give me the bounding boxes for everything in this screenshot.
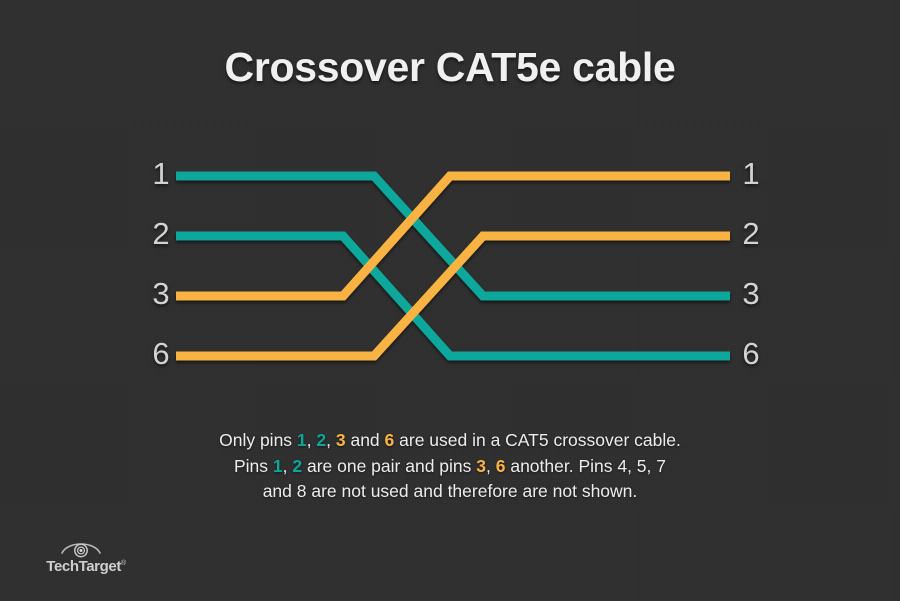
pin-label-right-2: 2 [742,216,760,251]
caption-line-1: Only pins 1, 2, 3 and 6 are used in a CA… [0,428,900,454]
logo-trademark: ® [120,560,126,567]
caption-line2-part-b: are one pair and pins [302,455,477,476]
logo-name: TechTarget [46,558,121,575]
caption-pin-1: 1 [296,430,307,450]
wire-pin1-to-pin3 [176,171,730,301]
caption-pin-6: 6 [384,430,395,450]
caption-line2-part-c: another. Pins 4, 5, 7 [505,455,666,476]
caption-line2-part-a: Pins [234,455,273,476]
caption-pin-2b: 2 [292,455,303,476]
page-title: Crossover CAT5e cable [224,44,676,90]
caption-pin-1b: 1 [272,455,283,476]
caption-sep-1: , [306,430,317,450]
caption-pin-3: 3 [335,430,346,450]
pin-label-left-6: 6 [152,336,170,371]
wire-svg [176,171,730,361]
caption-pin-3b: 3 [476,455,486,476]
caption-pin-2: 2 [316,430,327,450]
logo-wordmark: TechTarget® [38,558,134,575]
techtarget-logo: TechTarget® [38,538,134,584]
caption-line1-part-b: are used in a CAT5 crossover cable. [394,430,681,450]
wiring-diagram: 1 2 3 6 1 2 3 6 [0,140,900,395]
wire-pin2-to-pin6 [176,231,730,361]
caption-sep-3: and [345,430,385,450]
wire-pin3-to-pin1 [176,171,730,301]
eye-icon [61,543,101,558]
caption-line-3: and 8 are not used and therefore are not… [262,481,638,501]
caption-pin-6b: 6 [495,455,506,476]
pin-label-right-3: 3 [742,276,760,311]
caption-sep-2: , [326,430,336,450]
pin-label-left-2: 2 [152,216,170,251]
pin-label-right-1: 1 [742,156,760,191]
wire-pin6-to-pin2 [176,231,730,361]
pin-label-right-6: 6 [742,336,760,371]
caption-sep-4: , [282,455,293,476]
pin-label-left-1: 1 [152,156,170,191]
caption-line-2: Pins 1, 2 are one pair and pins 3, 6 ano… [0,454,900,480]
caption-sep-5: , [486,455,496,476]
caption-line1-part-a: Only pins [219,430,297,450]
pin-label-left-3: 3 [152,276,170,311]
caption-text: Only pins 1, 2, 3 and 6 are used in a CA… [0,428,900,505]
